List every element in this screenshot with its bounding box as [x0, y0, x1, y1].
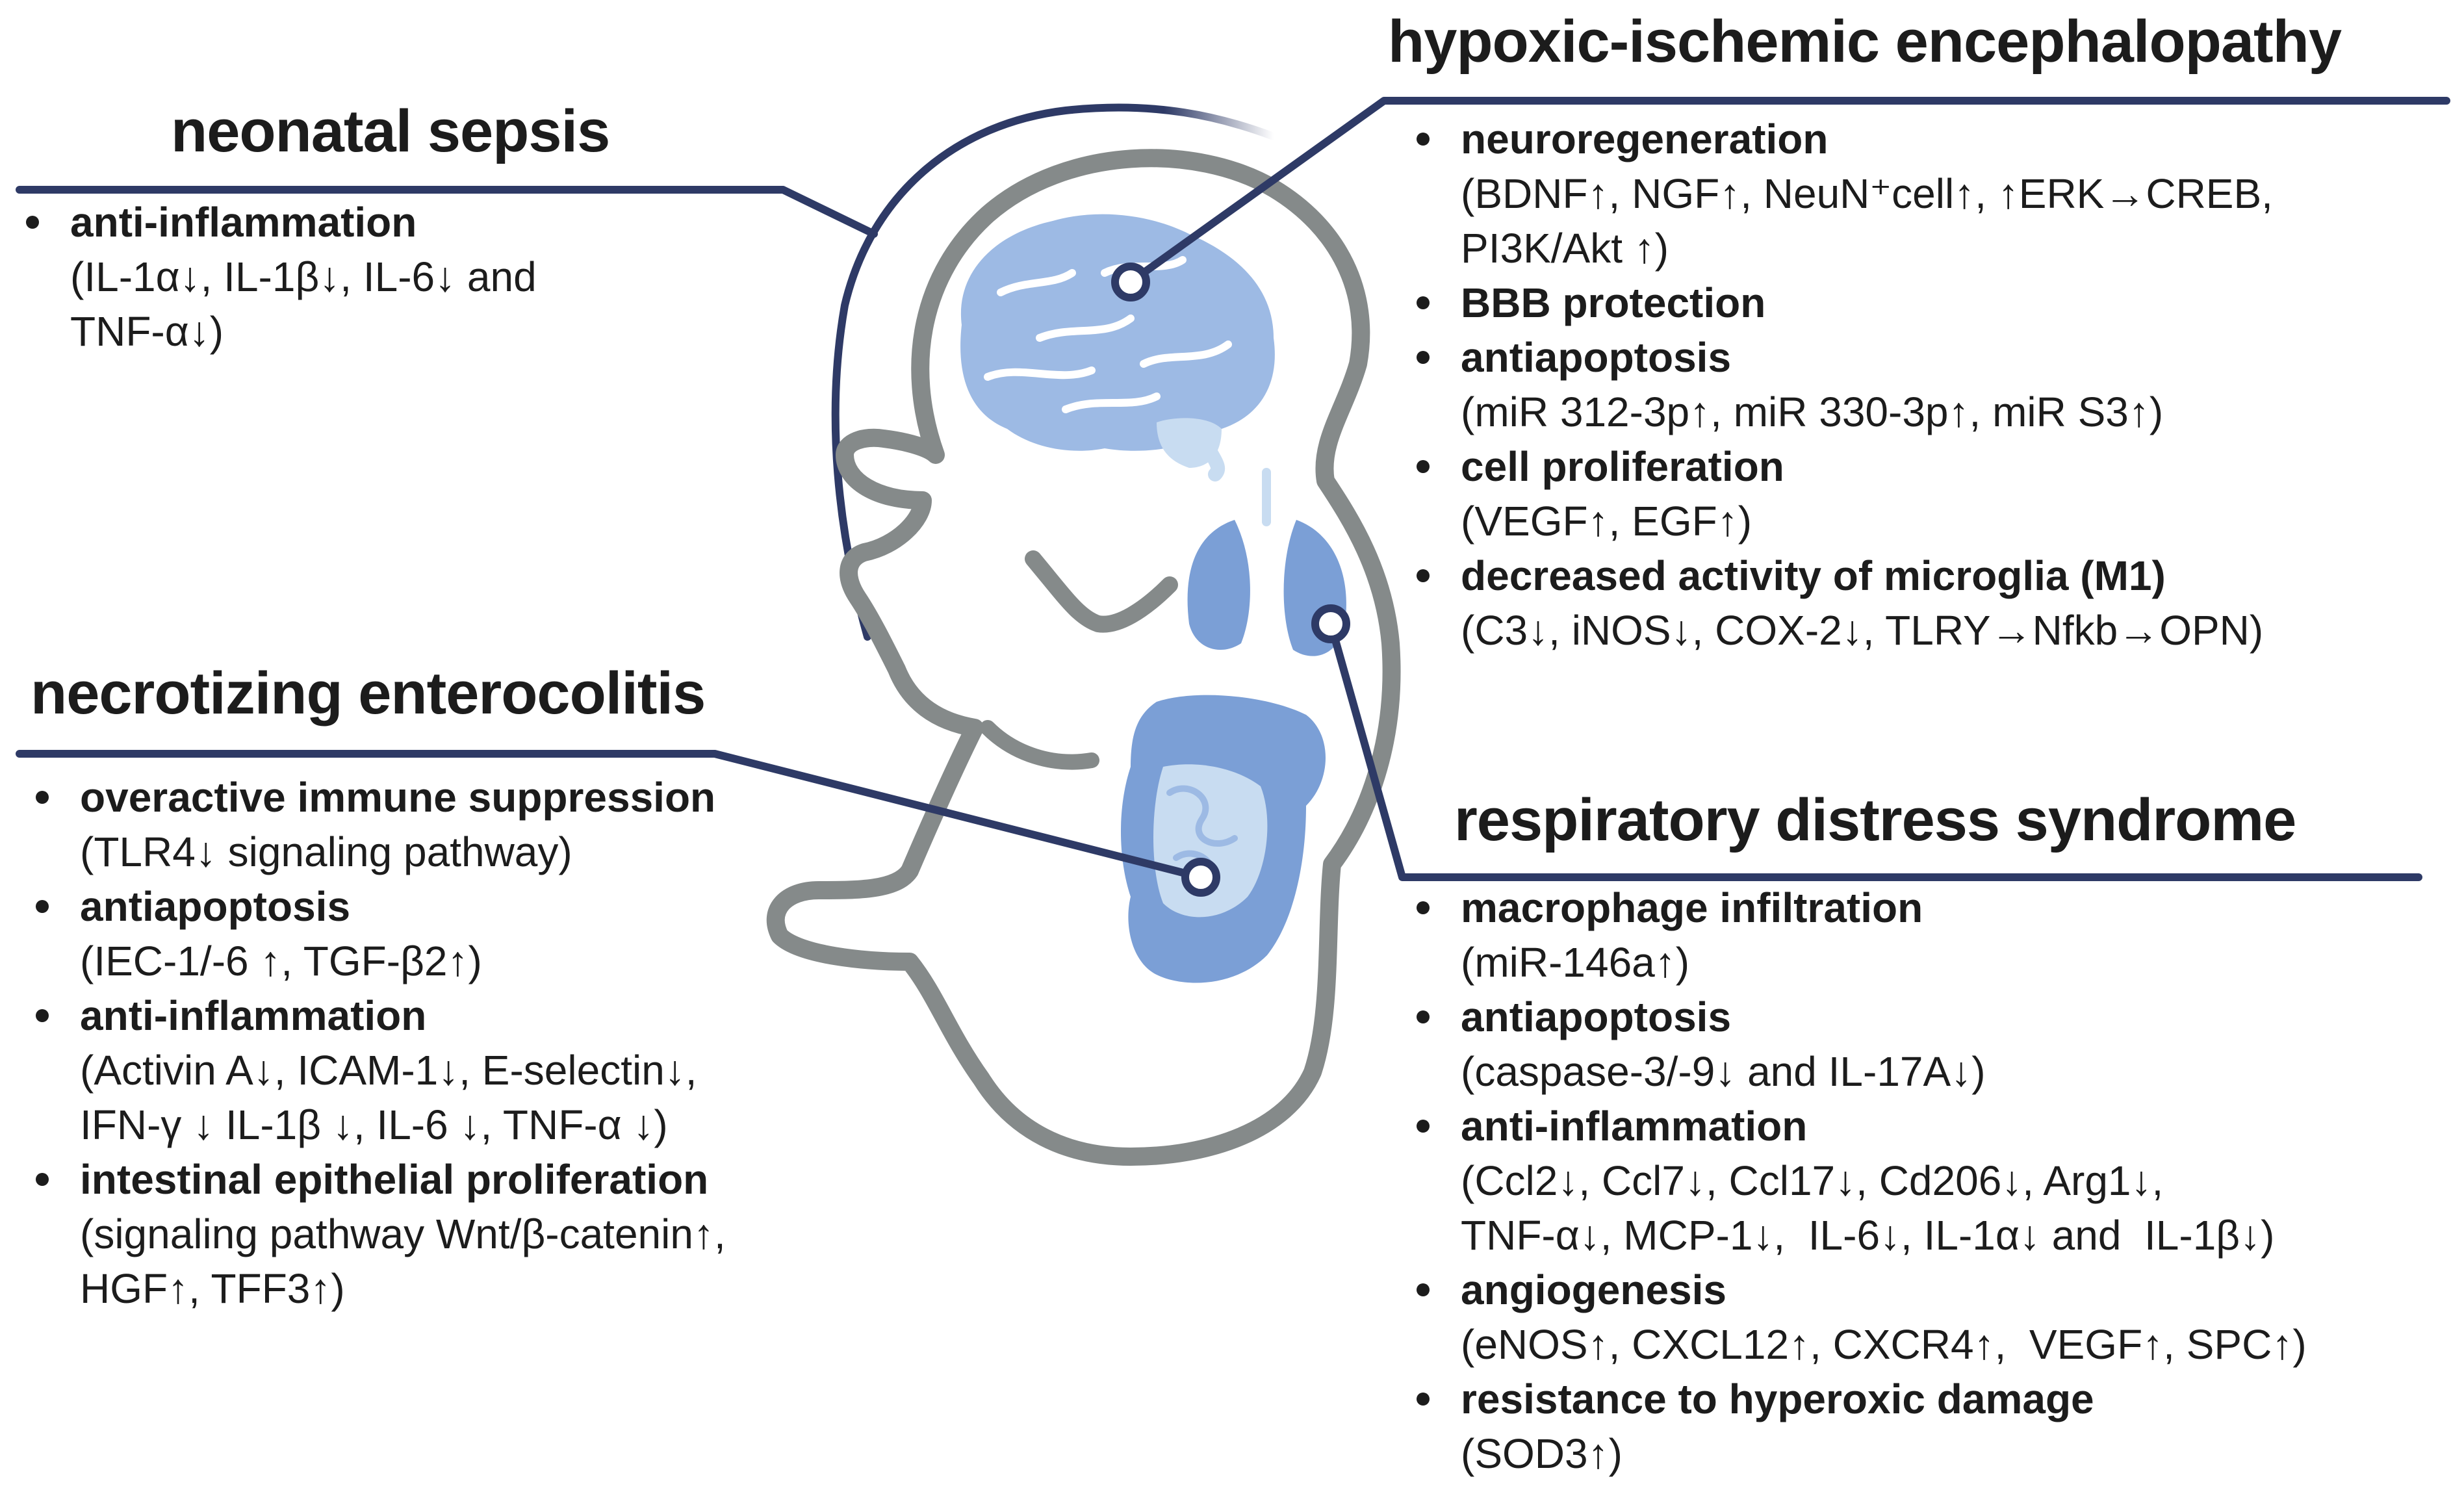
sepsis-item-heading: anti-inflammation — [70, 199, 417, 246]
rds-title: respiratory distress syndrome — [1454, 787, 2296, 853]
sepsis-list: anti-inflammation (IL-1α↓, IL-1β↓, IL-6↓ … — [19, 195, 864, 359]
hie-item: antiapoptosis (miR 312-3p↑, miR 330-3p↑, … — [1410, 330, 2450, 439]
nec-item-detail: (TLR4↓ signaling pathway) — [80, 829, 572, 875]
hie-item: cell proliferation (VEGF↑, EGF↑) — [1410, 439, 2450, 548]
sepsis-item-detail: (IL-1α↓, IL-1β↓, IL-6↓ and TNF-α↓) — [70, 253, 537, 355]
fetus-arm-outline — [1025, 550, 1178, 633]
rds-item: anti-inflammation (Ccl2↓, Ccl7↓, Ccl17↓, … — [1410, 1099, 2450, 1263]
nec-item-heading: intestinal epithelial proliferation — [80, 1156, 709, 1203]
hie-item: BBB protection — [1410, 276, 2450, 330]
callout-markers — [1111, 263, 1350, 897]
hie-item-heading: antiapoptosis — [1461, 334, 1732, 381]
sepsis-callout-line — [16, 186, 878, 238]
nec-item-detail: (IEC-1/-6 ↑, TGF-β2↑) — [80, 938, 482, 984]
nec-item: antiapoptosis (IEC-1/-6 ↑, TGF-β2↑) — [29, 879, 939, 988]
rds-item: resistance to hyperoxic damage (SOD3↑) — [1410, 1372, 2450, 1481]
brain-organ — [960, 214, 1275, 482]
nec-list: overactive immune suppression (TLR4↓ sign… — [29, 770, 939, 1316]
hie-item-heading: decreased activity of microglia (M1) — [1461, 552, 2166, 599]
rds-item-detail: (Ccl2↓, Ccl7↓, Ccl17↓, Cd206↓, Arg1↓, TN… — [1461, 1157, 2275, 1259]
nec-title: necrotizing enterocolitis — [31, 660, 706, 726]
hie-item-detail: (VEGF↑, EGF↑) — [1461, 498, 1752, 545]
rds-item-detail: (eNOS↑, CXCL12↑, CXCR4↑, VEGF↑, SPC↑) — [1461, 1321, 2307, 1368]
callout-lines — [16, 97, 2450, 881]
rds-item: angiogenesis (eNOS↑, CXCL12↑, CXCR4↑, VEG… — [1410, 1263, 2450, 1372]
nec-item: anti-inflammation (Activin A↓, ICAM-1↓, E… — [29, 988, 939, 1152]
hie-title: hypoxic-ischemic encephalopathy — [1388, 8, 2342, 75]
rds-item: antiapoptosis (caspase-3/-9↓ and IL-17A↓) — [1410, 990, 2450, 1099]
nec-callout-line — [16, 750, 1205, 881]
rds-item-heading: anti-inflammation — [1461, 1103, 1808, 1150]
nec-item-heading: overactive immune suppression — [80, 774, 716, 821]
rds-item-heading: antiapoptosis — [1461, 994, 1732, 1040]
lung-marker — [1311, 604, 1350, 643]
rds-item: macrophage infiltration (miR-146a↑) — [1410, 880, 2450, 990]
hie-item-detail: (BDNF↑, NGF↑, NeuN⁺cell↑, ↑ERK→CREB, PI3… — [1461, 170, 2273, 272]
rds-item-heading: resistance to hyperoxic damage — [1461, 1376, 2094, 1422]
hie-item-detail: (C3↓, iNOS↓, COX-2↓, TLRY→Nfkb→OPN) — [1461, 607, 2264, 654]
hie-item-heading: neuroregeneration — [1461, 116, 1829, 162]
nec-item-detail: (Activin A↓, ICAM-1↓, E-selectin↓, IFN-γ… — [80, 1047, 697, 1148]
rds-item-detail: (caspase-3/-9↓ and IL-17A↓) — [1461, 1048, 1986, 1095]
nec-item: overactive immune suppression (TLR4↓ sign… — [29, 770, 939, 879]
nec-item-detail: (signaling pathway Wnt/β-catenin↑, HGF↑,… — [80, 1211, 726, 1312]
hie-item-heading: cell proliferation — [1461, 443, 1784, 490]
intestine-marker — [1181, 858, 1220, 897]
rds-item-heading: macrophage infiltration — [1461, 884, 1923, 931]
hie-item: neuroregeneration (BDNF↑, NGF↑, NeuN⁺cell… — [1410, 112, 2450, 276]
hie-list: neuroregeneration (BDNF↑, NGF↑, NeuN⁺cell… — [1410, 112, 2450, 658]
rds-list: macrophage infiltration(miR-146a↑)antiap… — [1410, 880, 2450, 1481]
rds-callout-line — [1327, 620, 2422, 881]
head-arc — [831, 103, 1277, 641]
sepsis-item: anti-inflammation (IL-1α↓, IL-1β↓, IL-6↓ … — [19, 195, 864, 359]
hie-item-heading: BBB protection — [1461, 279, 1766, 326]
nec-item-heading: anti-inflammation — [80, 992, 427, 1039]
brain-marker — [1111, 263, 1150, 302]
hie-item-detail: (miR 312-3p↑, miR 330-3p↑, miR S3↑) — [1461, 389, 2164, 435]
rds-item-heading: angiogenesis — [1461, 1266, 1726, 1313]
hie-callout-line — [1127, 97, 2450, 286]
hie-item: decreased activity of microglia (M1) (C3↓… — [1410, 548, 2450, 658]
rds-item-detail: (miR-146a↑) — [1461, 939, 1690, 986]
rds-item-detail: (SOD3↑) — [1461, 1430, 1623, 1477]
fetus-leg-outline — [980, 720, 1099, 770]
sepsis-title: neonatal sepsis — [171, 98, 610, 164]
nec-item: intestinal epithelial proliferation (sign… — [29, 1152, 939, 1316]
nec-item-heading: antiapoptosis — [80, 883, 351, 930]
